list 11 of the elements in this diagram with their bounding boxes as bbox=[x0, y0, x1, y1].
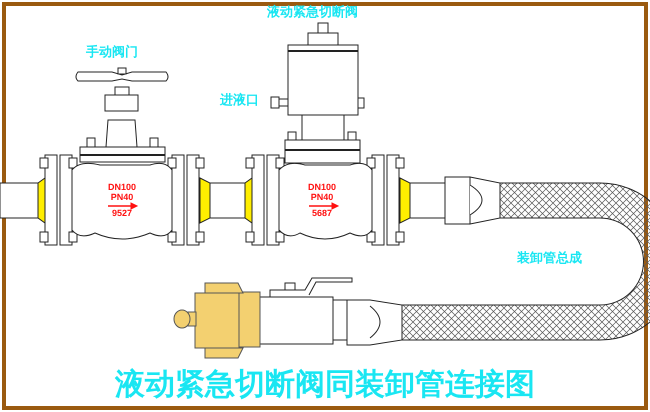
marking-text: 9527 bbox=[110, 209, 134, 218]
marking-text: PN40 bbox=[110, 193, 134, 202]
marking-text: PN40 bbox=[310, 193, 334, 202]
marking-text: DN100 bbox=[306, 183, 337, 192]
title: 液动紧急切断阀同装卸管连接图 bbox=[114, 370, 536, 400]
label: 手动阀门 bbox=[86, 46, 138, 59]
label: 液动紧急切断阀 bbox=[267, 6, 358, 19]
label: 装卸管总成 bbox=[517, 252, 582, 265]
marking-text: DN100 bbox=[106, 183, 137, 192]
marking-text: 5687 bbox=[310, 209, 334, 218]
label: 进液口 bbox=[220, 94, 259, 107]
